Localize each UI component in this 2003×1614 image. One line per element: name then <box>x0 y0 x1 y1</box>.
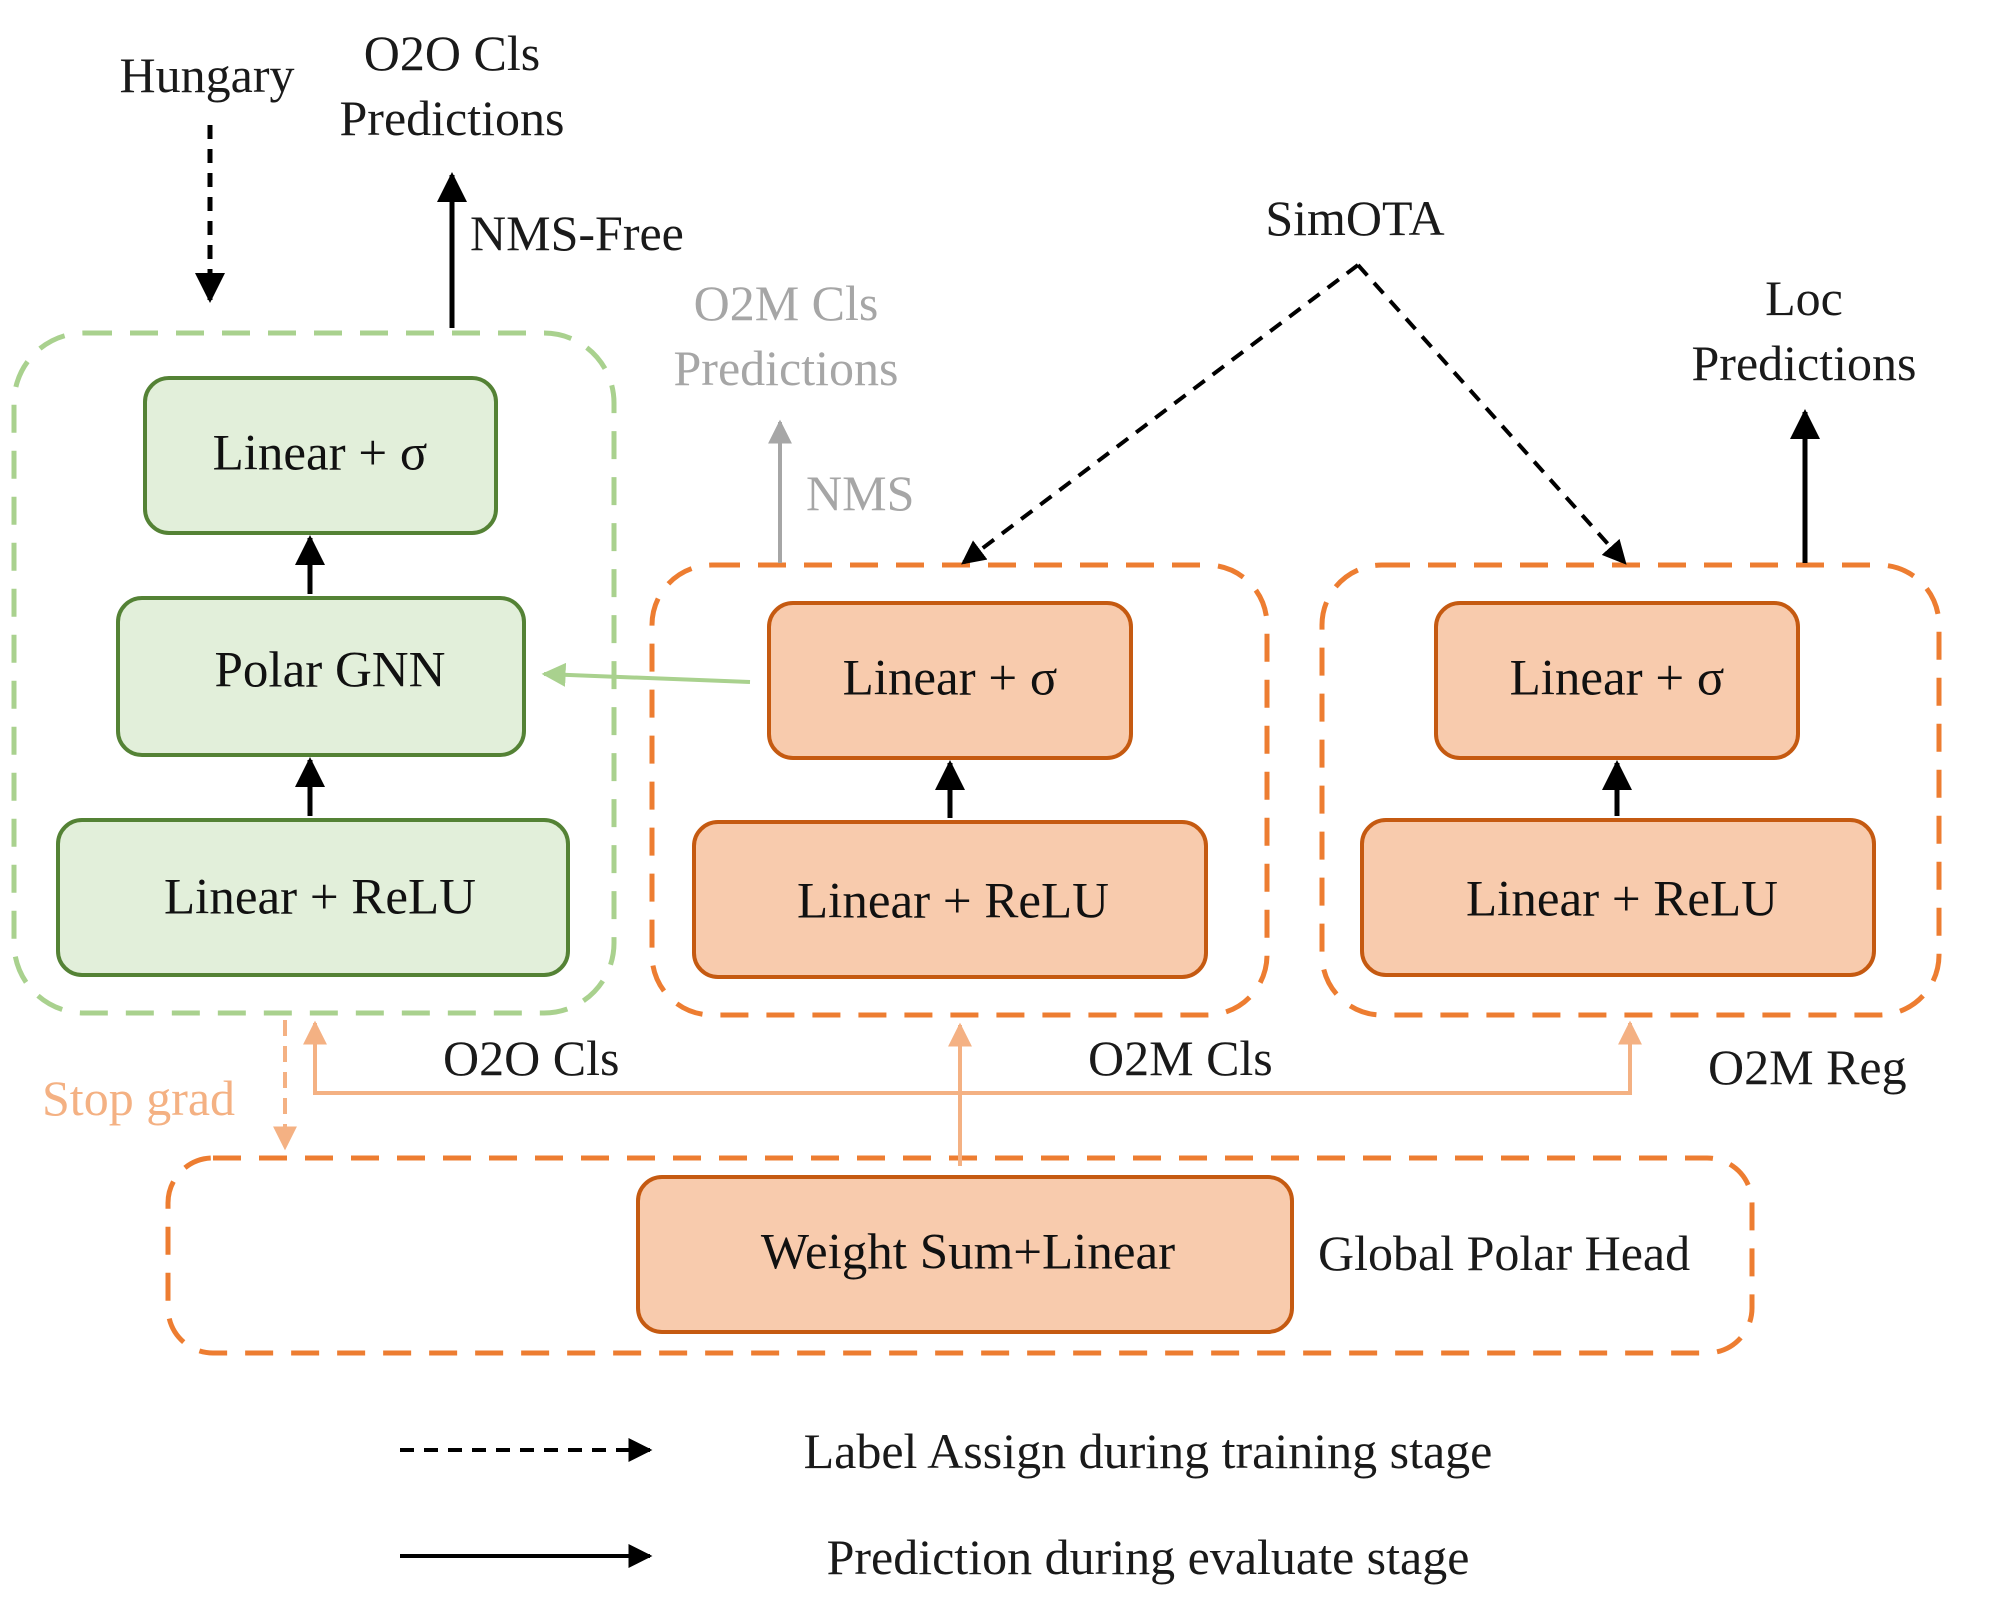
o2m-cls-linear-sigma-label: Linear + σ <box>843 651 1058 707</box>
nms-label: NMS <box>806 465 914 521</box>
weight-sum-linear-box <box>636 1175 1294 1334</box>
global-polar-head-label: Global Polar Head <box>1318 1225 1690 1281</box>
o2m-reg-linear-relu-box <box>1360 818 1876 977</box>
o2m-to-gnn-arrow <box>541 662 751 687</box>
legend-solid-label: Prediction during evaluate stage <box>827 1529 1470 1585</box>
o2o-linear-relu-label: Linear + ReLU <box>164 870 476 926</box>
o2m-reg-group-container <box>1319 562 1942 1018</box>
o2m-predictions-subtitle: Predictions <box>674 340 899 396</box>
o2o-polar-gnn-box <box>116 596 526 757</box>
simota-label: SimOTA <box>1265 190 1444 246</box>
o2m-cls-linear-sigma-box <box>767 601 1133 760</box>
stop-grad-label: Stop grad <box>42 1070 235 1126</box>
simota-to-reg-arrow <box>1356 263 1627 565</box>
o2o-linear-sigma-box <box>143 376 498 535</box>
o2m-reg-linear-relu-label: Linear + ReLU <box>1466 872 1778 928</box>
o2m-reg-linear-sigma-label: Linear + σ <box>1510 651 1725 707</box>
hungary-label: Hungary <box>120 47 295 103</box>
o2o-linear-sigma-label: Linear + σ <box>213 426 428 482</box>
o2m-reg-linear-sigma-box <box>1434 601 1800 760</box>
o2m-reg-label: O2M Reg <box>1708 1039 1907 1095</box>
legend-dashed-label: Label Assign during training stage <box>804 1423 1493 1479</box>
o2m-predictions-title: O2M Cls <box>694 275 879 331</box>
o2m-cls-label: O2M Cls <box>1088 1030 1273 1086</box>
loc-predictions-subtitle: Predictions <box>1692 335 1917 391</box>
o2m-cls-linear-relu-box <box>692 820 1208 979</box>
o2o-polar-gnn-label: Polar GNN <box>215 643 446 699</box>
o2m-cls-linear-relu-label: Linear + ReLU <box>797 874 1109 930</box>
simota-to-cls-arrow <box>961 263 1360 565</box>
nms-free-label: NMS-Free <box>470 205 684 261</box>
o2o-linear-relu-box <box>56 818 570 977</box>
o2o-group-container <box>11 330 617 1016</box>
o2o-predictions-subtitle: Predictions <box>340 90 565 146</box>
o2o-cls-label: O2O Cls <box>443 1030 619 1086</box>
o2o-predictions-title: O2O Cls <box>364 25 540 81</box>
weight-sum-linear-label: Weight Sum+Linear <box>761 1225 1175 1281</box>
o2m-cls-group-container <box>649 562 1270 1018</box>
loc-predictions-title: Loc <box>1765 270 1843 326</box>
